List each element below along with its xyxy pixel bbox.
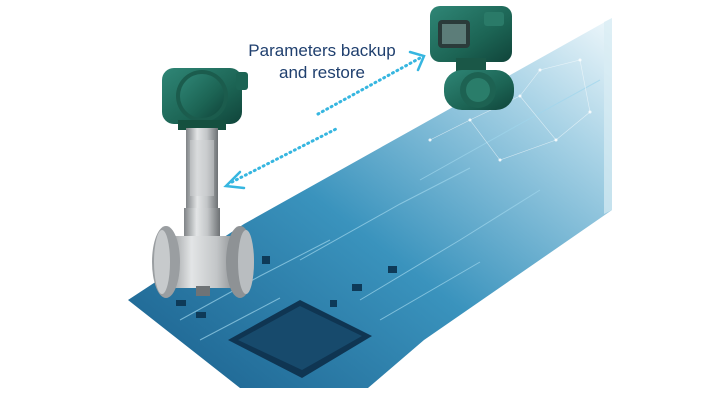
vortex-flowmeter xyxy=(152,68,254,298)
circuit-board-strip xyxy=(128,18,612,388)
double-headed-dotted-arrow xyxy=(223,50,426,190)
caption-line-2: and restore xyxy=(279,63,365,82)
caption: Parameters backup and restore xyxy=(222,40,422,84)
processor-chip xyxy=(228,300,372,378)
remote-transmitter xyxy=(430,6,514,110)
caption-line-1: Parameters backup xyxy=(248,41,396,60)
